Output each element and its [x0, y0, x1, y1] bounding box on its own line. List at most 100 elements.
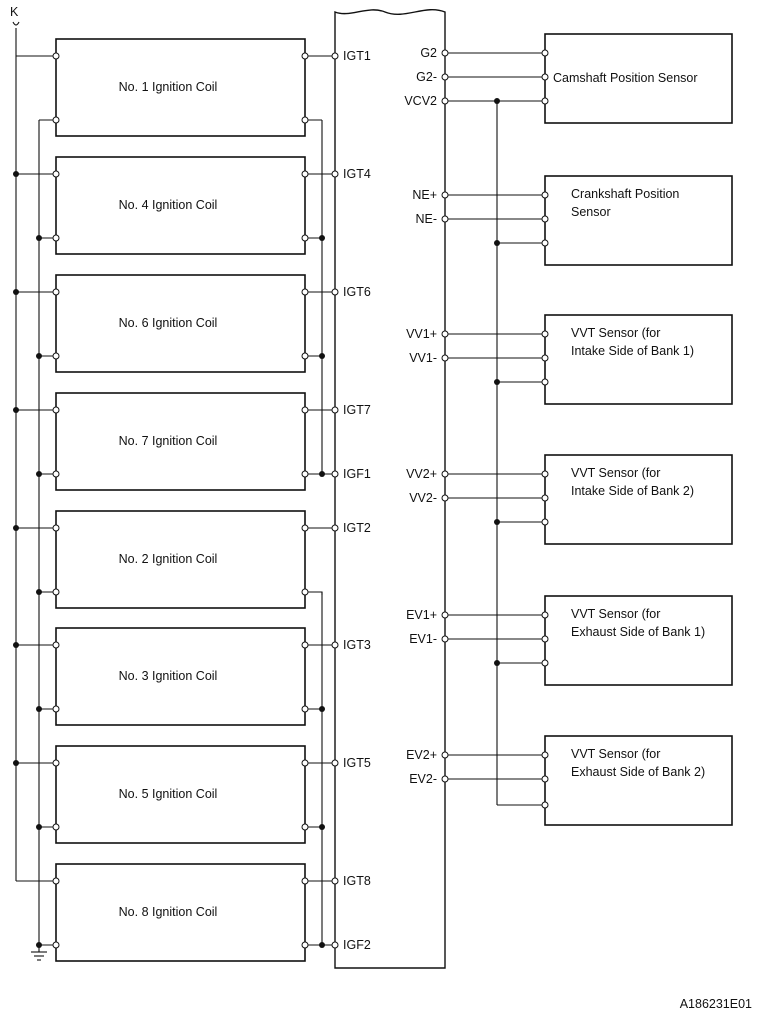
ecu-terminal [441, 354, 449, 362]
pin-label: EV1+ [406, 608, 437, 622]
junction-dot [36, 235, 42, 241]
sensor-label-line: VVT Sensor (for [571, 326, 660, 340]
ecu-terminal [331, 406, 339, 414]
terminal [301, 941, 309, 949]
junction-dot [13, 525, 19, 531]
sensor-terminal [541, 215, 549, 223]
sensor-label-line: Camshaft Position Sensor [553, 71, 698, 85]
ecu-terminal [441, 49, 449, 57]
terminal [52, 941, 60, 949]
terminal [52, 234, 60, 242]
pin-label: VV1- [409, 351, 437, 365]
sensor-box [544, 175, 733, 266]
coil-name: No. 8 Ignition Coil [119, 905, 218, 919]
coil-box [55, 510, 306, 609]
sensor-terminal [541, 97, 549, 105]
pin-label: VV2+ [406, 467, 437, 481]
terminal [301, 406, 309, 414]
terminal [301, 588, 309, 596]
coil-box [55, 156, 306, 255]
ecu-terminal [331, 759, 339, 767]
junction-dot [13, 642, 19, 648]
junction-dot [36, 824, 42, 830]
pin-label: G2 [420, 46, 437, 60]
junction-dot [319, 235, 325, 241]
terminal [301, 705, 309, 713]
coil-signal-label: IGT6 [343, 285, 371, 299]
coil-box [55, 745, 306, 844]
pin-label: VV1+ [406, 327, 437, 341]
ground-symbol [31, 938, 47, 961]
sensor-label-line: Exhaust Side of Bank 2) [571, 765, 705, 779]
terminal [301, 170, 309, 178]
terminal [52, 116, 60, 124]
terminal [52, 759, 60, 767]
terminal [52, 470, 60, 478]
pin-label: EV2- [409, 772, 437, 786]
terminal [52, 406, 60, 414]
coil-signal-label: IGT4 [343, 167, 371, 181]
junction-dot [494, 379, 500, 385]
ecu-terminal [331, 641, 339, 649]
terminal [301, 823, 309, 831]
junction-dot [13, 171, 19, 177]
junction-dot [36, 471, 42, 477]
sensor-terminal [541, 73, 549, 81]
terminal [301, 877, 309, 885]
terminal [52, 588, 60, 596]
coil-name: No. 5 Ignition Coil [119, 787, 218, 801]
junction-dot [494, 660, 500, 666]
ecu-terminal [441, 191, 449, 199]
ecu-terminal [441, 215, 449, 223]
sensor-terminal [541, 751, 549, 759]
terminal [301, 641, 309, 649]
junction-dot [319, 706, 325, 712]
sensor-label-line: VVT Sensor (for [571, 466, 660, 480]
coil-name: No. 4 Ignition Coil [119, 198, 218, 212]
coil-box [55, 274, 306, 373]
coil-signal-label: IGT7 [343, 403, 371, 417]
figure-id: A186231E01 [680, 997, 752, 1011]
coil-signal-label: IGT5 [343, 756, 371, 770]
sensor-terminal [541, 494, 549, 502]
ecu-terminal [331, 288, 339, 296]
terminal [301, 759, 309, 767]
sensor-terminal [541, 775, 549, 783]
junction-dot [319, 824, 325, 830]
terminal [52, 524, 60, 532]
sensor-terminal [541, 354, 549, 362]
junction-dot [36, 706, 42, 712]
sensor-box [544, 735, 733, 826]
terminal [52, 170, 60, 178]
ecu-terminal [331, 877, 339, 885]
sensor-terminal [541, 49, 549, 57]
pin-label: EV2+ [406, 748, 437, 762]
sensor-terminal [541, 801, 549, 809]
junction-dot [494, 519, 500, 525]
coil-signal-label: IGT2 [343, 521, 371, 535]
pin-label: G2- [416, 70, 437, 84]
junction-dot [13, 289, 19, 295]
sensor-layer: Camshaft Position SensorG2G2-VCV2Cranksh… [404, 33, 733, 826]
ecu-terminal [441, 97, 449, 105]
ecu-terminal [331, 170, 339, 178]
coil-feedback-label: IGF1 [343, 467, 371, 481]
junction-dot [494, 98, 500, 104]
ecu-terminal [441, 494, 449, 502]
pin-label: NE+ [412, 188, 437, 202]
junction-dot [36, 942, 42, 948]
ecu-terminal [441, 73, 449, 81]
terminal [52, 52, 60, 60]
terminal [301, 116, 309, 124]
ecu-terminal [441, 611, 449, 619]
terminal [52, 823, 60, 831]
